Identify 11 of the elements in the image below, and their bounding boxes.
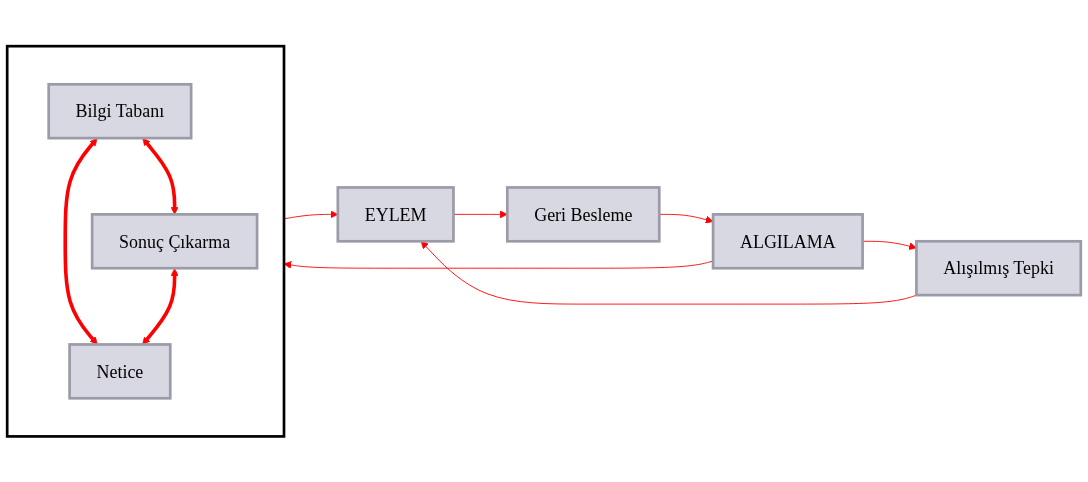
node-box: Geri Besleme bbox=[505, 185, 661, 243]
node-box: Bilgi Tabanı bbox=[47, 82, 193, 140]
arrow bbox=[63, 137, 98, 345]
arrow bbox=[142, 267, 179, 345]
node-box: Sonuç Çıkarma bbox=[90, 212, 259, 270]
arrow bbox=[142, 137, 179, 215]
node-box: Netice bbox=[68, 342, 172, 400]
node-box: ALGILAMA bbox=[711, 212, 864, 270]
node-box: EYLEM bbox=[336, 185, 455, 243]
cluster bbox=[5, 44, 286, 438]
node-box: Alışılmış Tepki bbox=[915, 239, 1083, 297]
